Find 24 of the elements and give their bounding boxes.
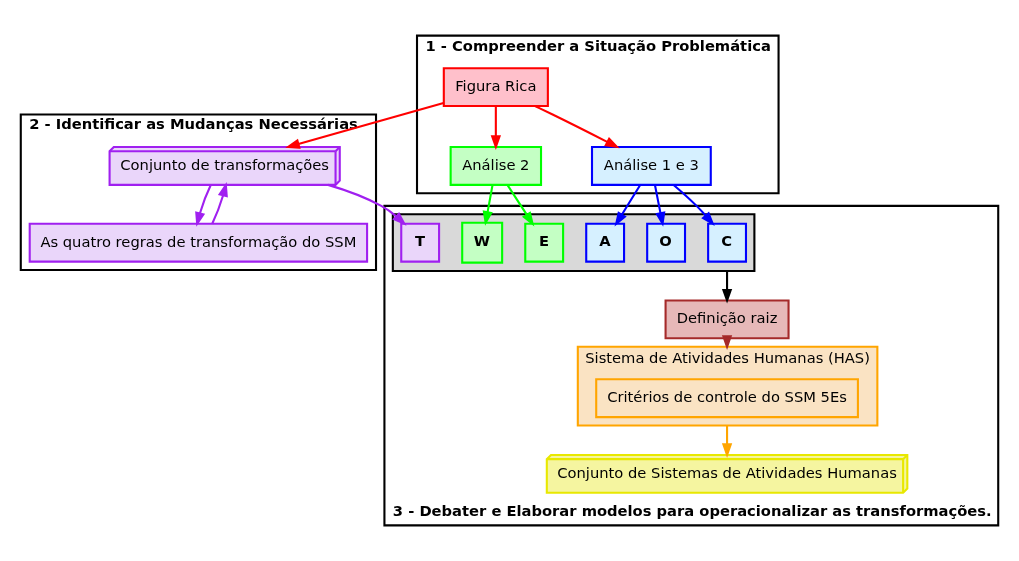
arrow	[534, 105, 620, 149]
arrow	[721, 271, 733, 304]
arrow	[285, 101, 444, 149]
arrow	[195, 184, 212, 227]
arrow	[614, 184, 642, 227]
node-box: T	[400, 222, 441, 263]
arrow	[721, 425, 733, 459]
arrow	[327, 183, 407, 226]
arrow	[490, 106, 501, 150]
node-box: Análise 2	[449, 145, 543, 186]
arrow	[653, 184, 666, 227]
node-box: Critérios de controle do SSM 5Es	[595, 378, 859, 419]
arrow	[506, 184, 535, 227]
node-box: As quatro regras de transformação do SSM	[28, 222, 369, 263]
node-box: E	[524, 222, 565, 263]
node-box: W	[461, 221, 504, 264]
node-box: Análise 1 e 3	[590, 145, 712, 186]
node-box: C	[707, 222, 748, 263]
arrow	[482, 184, 494, 226]
arrow	[211, 182, 228, 225]
node-box: A	[585, 222, 626, 263]
arrow	[672, 184, 715, 227]
node-box: O	[646, 222, 687, 263]
node-box: Figura Rica	[442, 67, 549, 108]
